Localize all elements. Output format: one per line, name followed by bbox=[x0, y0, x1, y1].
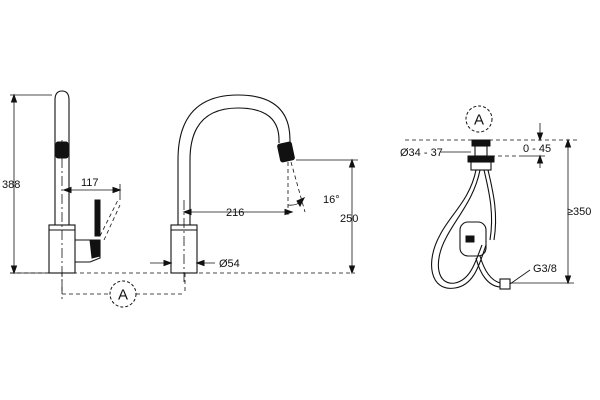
dim-total-height: 388 bbox=[2, 179, 20, 191]
dim-connection-thread: G3/8 bbox=[533, 263, 557, 275]
dim-spray-angle: 16° bbox=[323, 194, 340, 206]
dim-spout-height: 250 bbox=[340, 213, 358, 225]
dim-counter-thickness: 0 - 45 bbox=[523, 143, 551, 155]
dim-lever-reach: 117 bbox=[81, 177, 99, 189]
detail-marker-a-bottom: A bbox=[118, 287, 128, 304]
side-view: 388 117 bbox=[2, 90, 122, 300]
dim-hose-length: ≥350 bbox=[567, 206, 591, 218]
spray-head bbox=[277, 141, 295, 163]
installation-detail: A Ø34 - 37 0 - 45 ≥350 bbox=[400, 105, 591, 290]
detail-marker-a-right: A bbox=[474, 112, 484, 129]
dim-spout-reach: 216 bbox=[226, 207, 244, 219]
dim-base-diameter: Ø54 bbox=[219, 258, 240, 270]
front-view: 216 16° 250 Ø54 bbox=[150, 94, 358, 285]
baseline: A bbox=[10, 272, 355, 308]
dim-cutout-diameter: Ø34 - 37 bbox=[400, 147, 443, 159]
